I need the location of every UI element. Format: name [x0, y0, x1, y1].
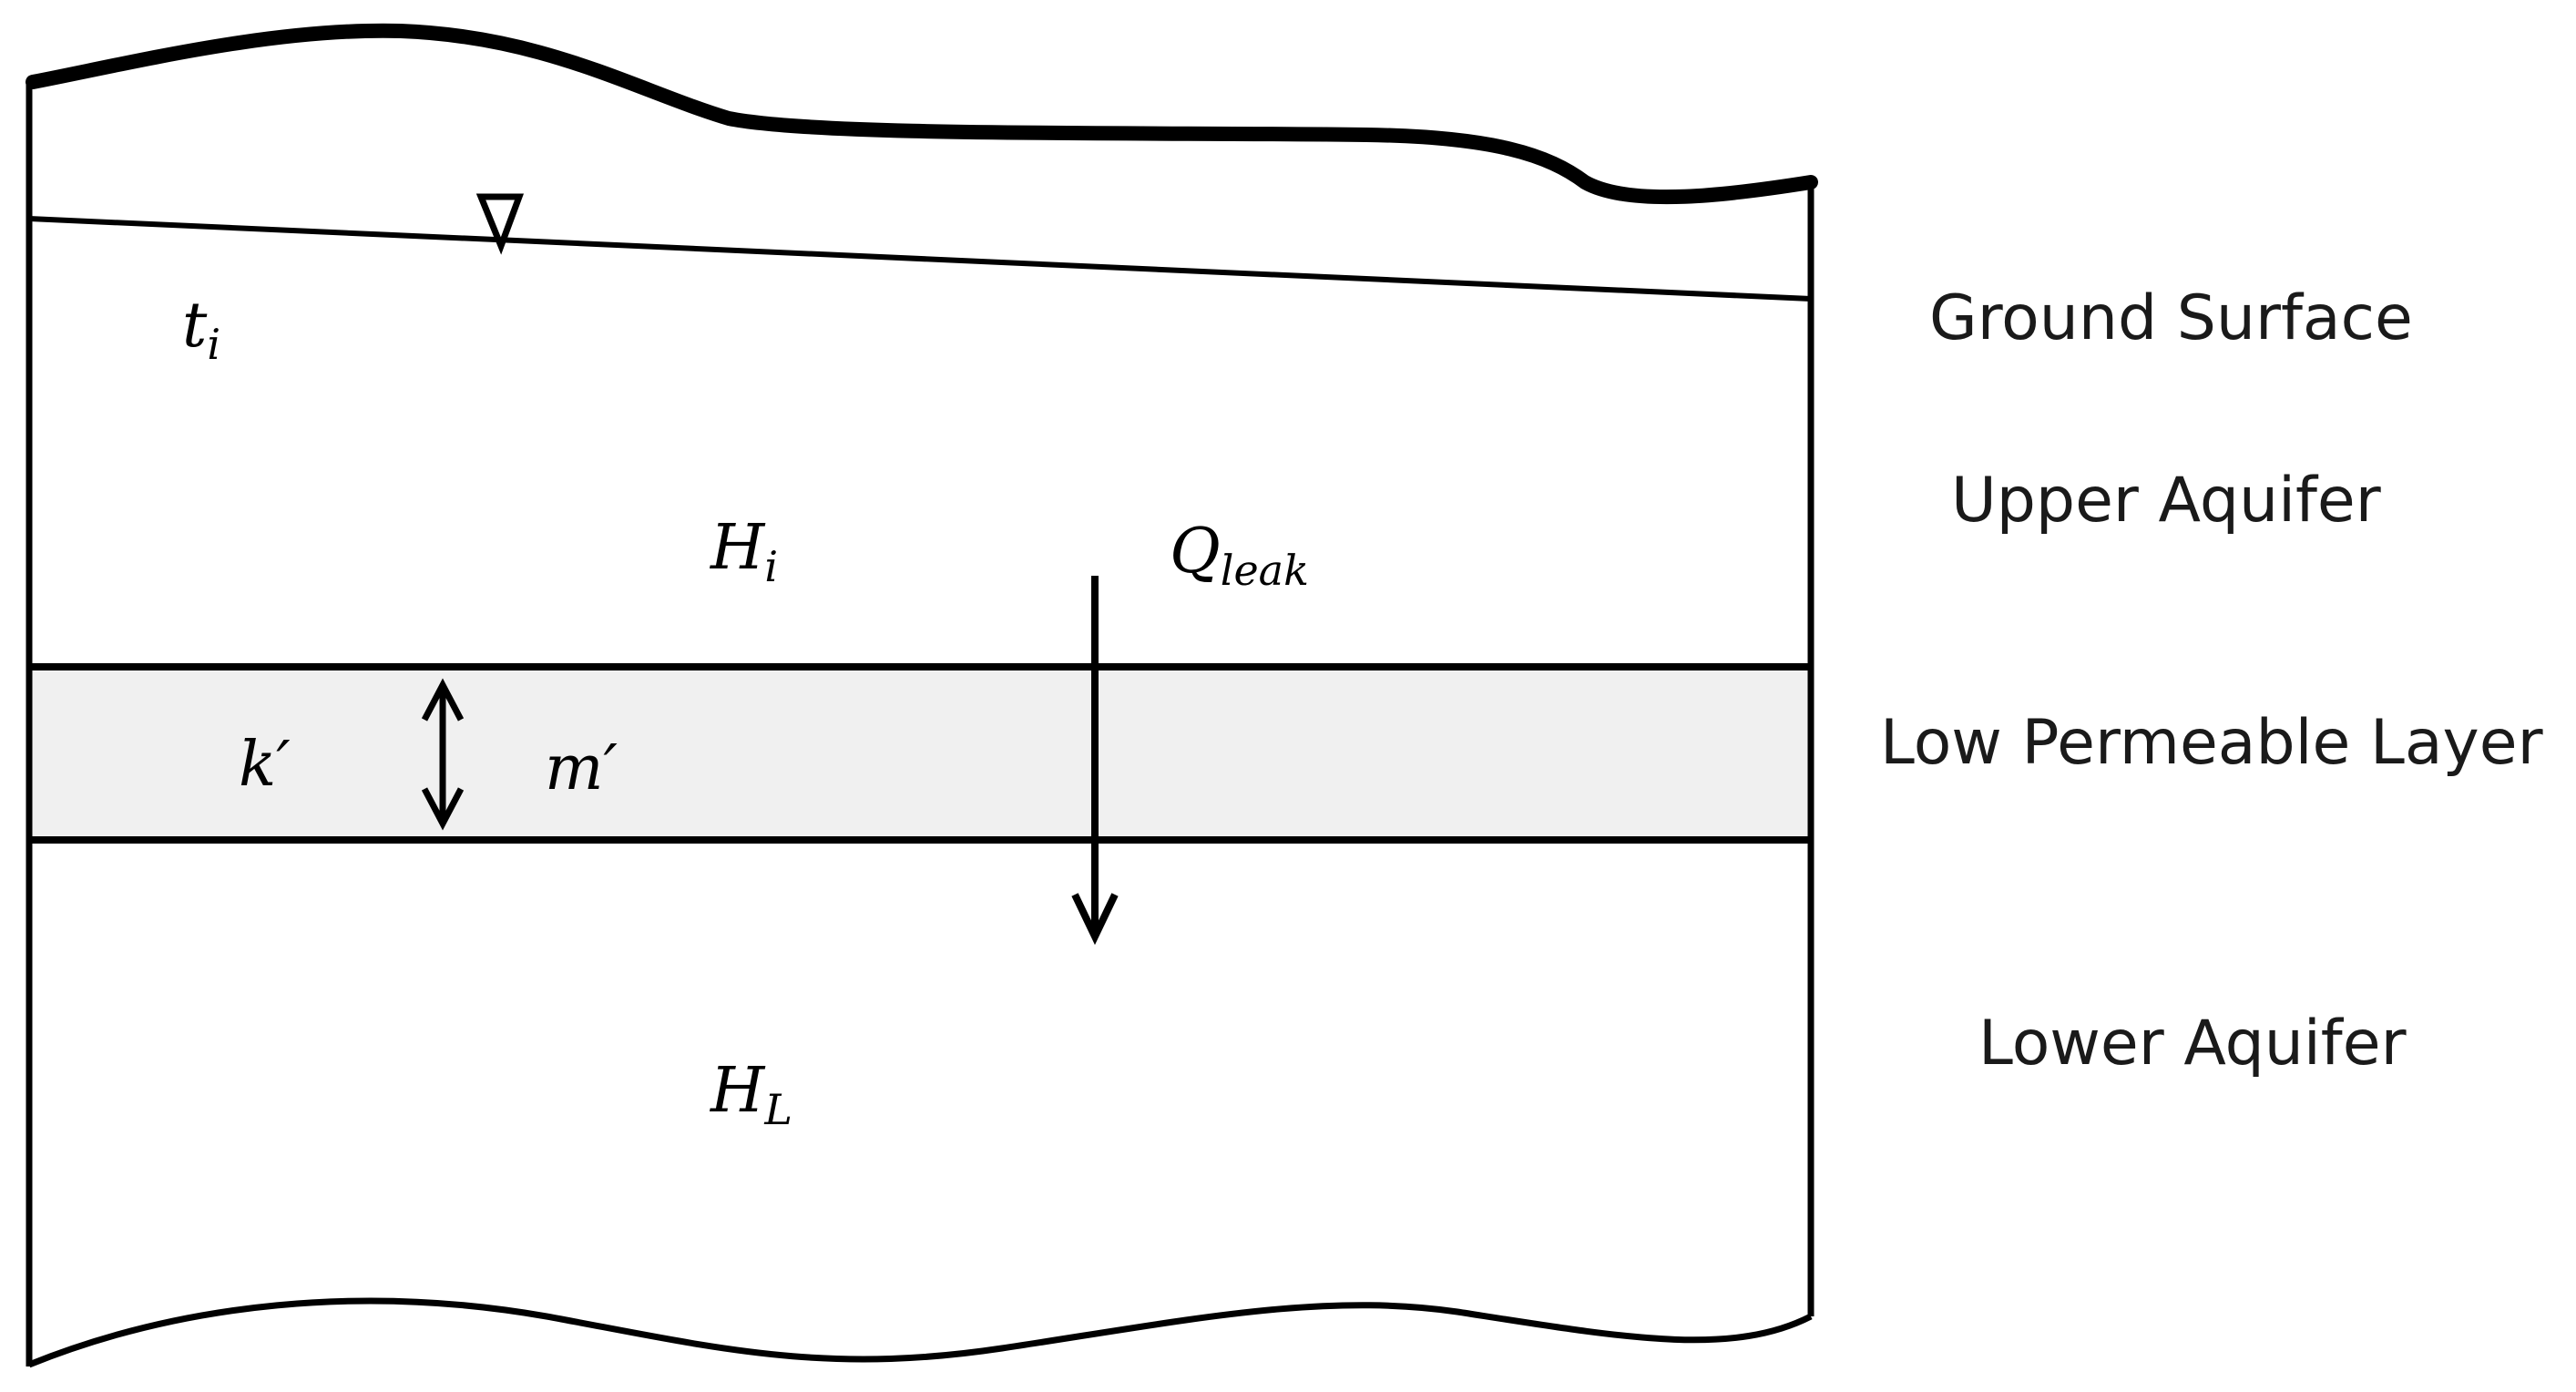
symbol-h-l: HL — [709, 1055, 792, 1134]
label-upper-aquifer: Upper Aquifer — [1951, 465, 2381, 537]
lower-aquifer-bottom-line — [27, 1297, 1813, 1368]
symbol-t-i: ti — [182, 290, 220, 369]
symbol-m-prime: m′ — [545, 732, 618, 804]
label-lower-aquifer: Lower Aquifer — [1978, 1008, 2407, 1080]
label-ground-surface: Ground Surface — [1929, 282, 2413, 354]
water-table-marker-icon — [475, 193, 525, 255]
low-permeable-layer-band — [29, 667, 1811, 840]
leakage-arrow-head-icon — [1071, 893, 1119, 946]
thickness-arrow-up-head-icon — [421, 678, 465, 722]
symbol-k-prime: k′ — [239, 729, 291, 801]
symbol-h-i: Hi — [709, 512, 778, 591]
symbol-q-leak: Qleak — [1170, 516, 1309, 595]
water-table-line — [28, 216, 1812, 302]
ground-surface-line — [26, 23, 1818, 205]
label-low-permeable-layer: Low Permeable Layer — [1880, 707, 2543, 779]
thickness-arrow-down-head-icon — [421, 787, 465, 831]
